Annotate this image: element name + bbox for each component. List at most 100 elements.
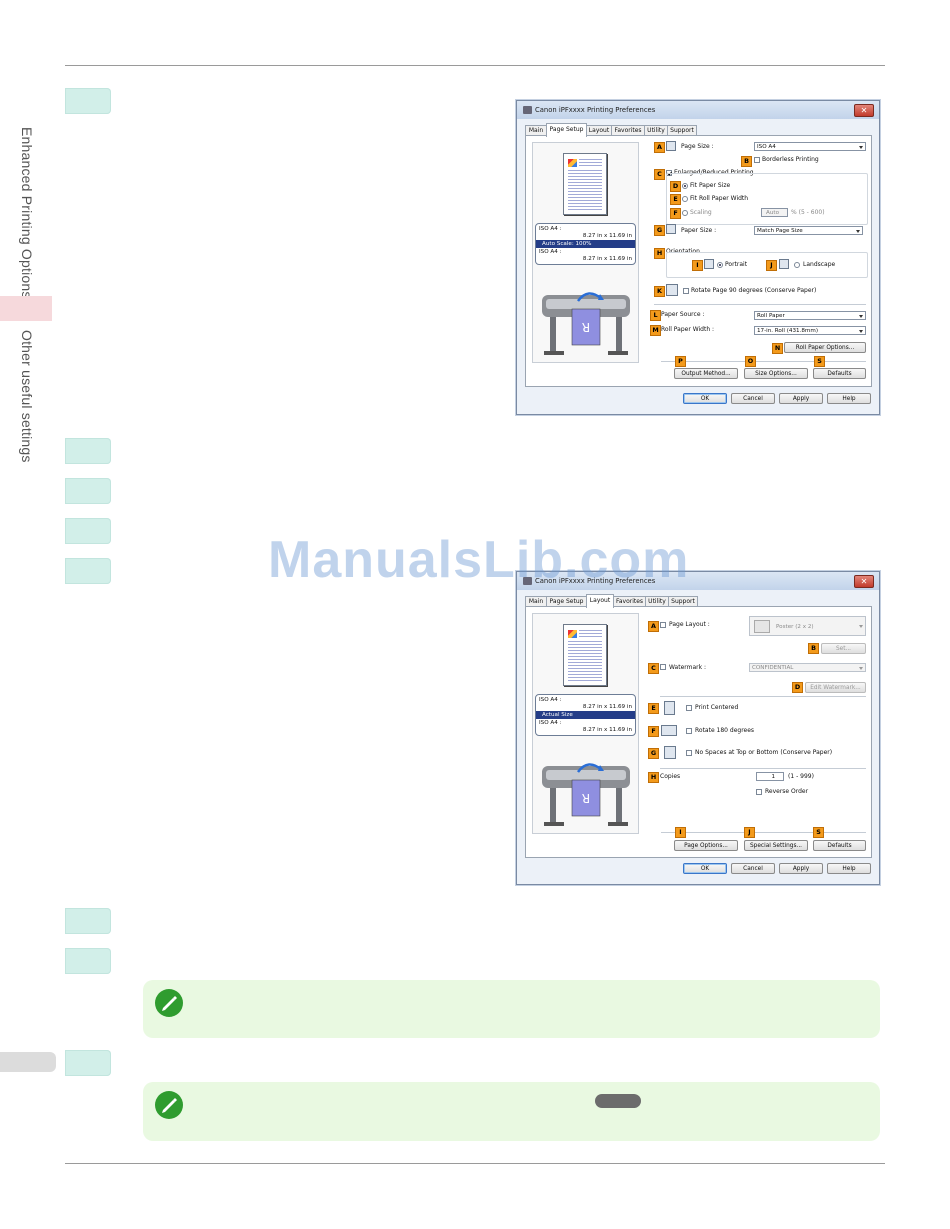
label-O: O <box>745 356 756 367</box>
paper-source-select[interactable]: Roll Paper <box>754 311 866 320</box>
page-size-icon <box>666 141 676 151</box>
large-format-printer-image: R <box>542 292 630 355</box>
paper-size-select[interactable]: Match Page Size <box>754 226 863 235</box>
tab-support[interactable]: Support <box>667 125 697 136</box>
special-settings-button[interactable]: Special Settings... <box>744 840 808 851</box>
ok-button[interactable]: OK <box>683 393 727 404</box>
close-button[interactable]: ✕ <box>854 575 874 588</box>
cancel-button[interactable]: Cancel <box>731 393 775 404</box>
sidebar-section-enhanced: Enhanced Printing Options <box>19 127 35 299</box>
tab-support[interactable]: Support <box>668 596 698 607</box>
ok-button[interactable]: OK <box>683 863 727 874</box>
step-box <box>65 558 111 584</box>
enlarged-reduced-label: Enlarged/Reduced Printing <box>674 169 754 176</box>
cancel-button[interactable]: Cancel <box>731 863 775 874</box>
tab-page-setup[interactable]: Page Setup <box>546 123 587 137</box>
rotate-180-label: Rotate 180 degrees <box>695 727 755 734</box>
page-size-label: Page Size : <box>681 143 714 150</box>
size-options-button[interactable]: Size Options... <box>744 368 808 379</box>
no-spaces-checkbox[interactable] <box>686 750 692 756</box>
printer-icon <box>523 577 532 585</box>
landscape-label: Landscape <box>803 261 836 268</box>
label-B: B <box>741 156 752 167</box>
copies-spinner[interactable]: 1 <box>756 772 784 781</box>
separator <box>661 361 866 362</box>
printing-preferences-dialog-page-setup: Canon iPFxxxx Printing Preferences ✕ Mai… <box>516 100 880 415</box>
rotate-180-checkbox[interactable] <box>686 728 692 734</box>
top-rule <box>65 65 885 66</box>
print-preview: ISO A4 : 8.27 in x 11.69 in Actual Size … <box>532 613 639 834</box>
set-button[interactable]: Set... <box>821 643 866 654</box>
roll-width-select[interactable]: 17-in. Roll (431.8mm) <box>754 326 866 335</box>
sidebar-section-other: Other useful settings <box>19 330 35 463</box>
print-centered-checkbox[interactable] <box>686 705 692 711</box>
scaling-radio[interactable] <box>682 210 688 216</box>
label-J: J <box>766 260 777 271</box>
label-K: K <box>654 286 665 297</box>
print-centered-icon <box>664 701 675 715</box>
close-button[interactable]: ✕ <box>854 104 874 117</box>
landscape-radio[interactable] <box>794 262 800 268</box>
label-A: A <box>654 142 665 153</box>
help-button[interactable]: Help <box>827 393 871 404</box>
page-size-select[interactable]: ISO A4 <box>754 142 866 151</box>
defaults-button[interactable]: Defaults <box>813 840 866 851</box>
roll-paper-options-button[interactable]: Roll Paper Options... <box>784 342 866 353</box>
orientation-group <box>666 252 868 278</box>
label-C: C <box>648 663 659 674</box>
separator <box>660 768 866 769</box>
scaling-group <box>666 173 868 225</box>
label-B: B <box>808 643 819 654</box>
orientation-label: Orientation <box>666 248 700 255</box>
label-G: G <box>654 225 665 236</box>
rotate-180-icon <box>661 725 677 736</box>
label-S: S <box>813 827 824 838</box>
copies-label: Copies <box>660 773 681 780</box>
tab-layout[interactable]: Layout <box>586 594 614 608</box>
paper-size-label: Paper Size : <box>681 227 717 234</box>
note-box <box>143 980 880 1038</box>
svg-text:R: R <box>582 791 590 805</box>
borderless-checkbox[interactable] <box>754 157 760 163</box>
reverse-order-checkbox[interactable] <box>756 789 762 795</box>
reverse-order-label: Reverse Order <box>765 788 809 795</box>
page-layout-checkbox[interactable] <box>660 622 666 628</box>
landscape-icon <box>779 259 789 269</box>
label-G: G <box>648 748 659 759</box>
rotate-90-checkbox[interactable] <box>683 288 689 294</box>
sidebar-page-tab <box>0 1052 56 1072</box>
watermark-checkbox[interactable] <box>660 664 666 670</box>
watermark-select[interactable]: CONFIDENTIAL <box>749 663 866 672</box>
portrait-radio[interactable] <box>717 262 723 268</box>
page-thumbnail <box>563 153 607 215</box>
page-layout-select[interactable]: Poster (2 x 2) <box>749 616 866 636</box>
page-layout-label: Page Layout : <box>669 621 710 628</box>
watermark-label: Watermark : <box>669 664 707 671</box>
print-preview: ISO A4 : 8.27 in x 11.69 in Auto Scale: … <box>532 142 639 363</box>
label-P: P <box>675 356 686 367</box>
step-box <box>65 88 111 114</box>
label-L: L <box>650 310 661 321</box>
page-thumbnail <box>563 624 607 686</box>
scaling-spinner[interactable]: Auto <box>761 208 788 217</box>
defaults-button[interactable]: Defaults <box>813 368 866 379</box>
separator <box>654 304 866 305</box>
fit-roll-width-radio[interactable] <box>682 196 688 202</box>
dialog-title: Canon iPFxxxx Printing Preferences <box>535 106 656 114</box>
label-M: M <box>650 325 661 336</box>
size-info-box: ISO A4 : 8.27 in x 11.69 in Actual Size … <box>535 694 636 736</box>
page-options-button[interactable]: Page Options... <box>674 840 738 851</box>
poster-layout-icon <box>754 620 770 633</box>
portrait-icon <box>704 259 714 269</box>
step-box <box>65 438 111 464</box>
fit-paper-size-radio[interactable] <box>682 183 688 189</box>
apply-button[interactable]: Apply <box>779 393 823 404</box>
scaling-label: Scaling <box>690 209 712 216</box>
apply-button[interactable]: Apply <box>779 863 823 874</box>
label-F: F <box>648 726 659 737</box>
label-S: S <box>814 356 825 367</box>
output-method-button[interactable]: Output Method... <box>674 368 738 379</box>
label-A: A <box>648 621 659 632</box>
help-button[interactable]: Help <box>827 863 871 874</box>
edit-watermark-button[interactable]: Edit Watermark... <box>805 682 866 693</box>
